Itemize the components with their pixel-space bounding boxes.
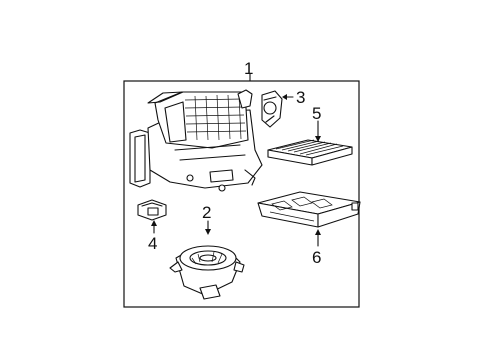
arrow-6 xyxy=(315,229,321,235)
diagram-frame xyxy=(123,80,360,308)
arrow-5 xyxy=(315,136,321,142)
callout-6: 6 xyxy=(312,248,322,267)
callout-2: 2 xyxy=(202,203,212,222)
callout-4: 4 xyxy=(148,234,158,253)
blower-motor-icon xyxy=(169,220,245,300)
cabin-air-filter-icon xyxy=(267,120,353,166)
arrow-4 xyxy=(151,220,157,226)
callout-5: 5 xyxy=(312,104,322,123)
callout-1: 1 xyxy=(244,59,254,78)
arrow-2 xyxy=(205,229,211,235)
callout-3: 3 xyxy=(296,88,306,107)
small-clip-bracket-icon xyxy=(137,199,167,234)
actuator-icon xyxy=(261,90,294,128)
arrow-3 xyxy=(282,94,287,100)
hvac-unit-assembly-icon xyxy=(129,89,263,192)
filter-cover-tray-icon xyxy=(257,191,361,247)
